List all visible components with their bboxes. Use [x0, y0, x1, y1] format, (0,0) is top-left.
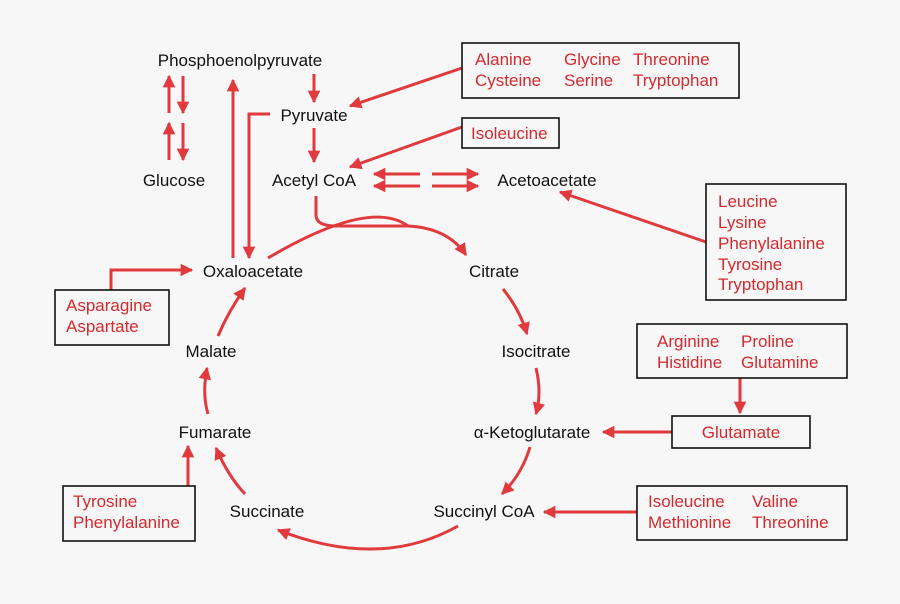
arrow-box-to-acetoacetate: [558, 189, 707, 244]
succinate-label: Succinate: [230, 502, 305, 521]
alpha-ketoglutarate-label: α-Ketoglutarate: [474, 423, 591, 442]
arrow-succinate-to-fumarate: [214, 446, 247, 496]
amino-acid-label: Valine: [752, 492, 798, 511]
arrow-citrate-to-isocitrate: [501, 288, 530, 336]
phosphoenolpyruvate-label: Phosphoenolpyruvate: [158, 51, 322, 70]
box-to-acetoacetate: Leucine Lysine Phenylalanine Tyrosine Tr…: [705, 183, 847, 301]
amino-acid-label: Phenylalanine: [73, 513, 180, 532]
fumarate-label: Fumarate: [179, 423, 252, 442]
arrow-pyruvate-to-oxaloacetate: [242, 112, 270, 260]
amino-acid-label: Aspartate: [66, 317, 139, 336]
arrow-malate-to-oxaloacetate: [216, 286, 247, 337]
isocitrate-label: Isocitrate: [502, 342, 571, 361]
amino-acid-label: Glutamate: [702, 423, 780, 442]
box-to-glutamate: Arginine Proline Histidine Glutamine: [636, 323, 848, 379]
amino-acid-label: Isoleucine: [648, 492, 725, 511]
arrow-box-to-oxaloacetate: [109, 263, 194, 290]
acetoacetate-label: Acetoacetate: [497, 171, 596, 190]
oxaloacetate-label: Oxaloacetate: [203, 262, 303, 281]
amino-acid-label: Tyrosine: [73, 492, 137, 511]
acetyl-coa-label: Acetyl CoA: [272, 171, 357, 190]
metabolites: Phosphoenolpyruvate Pyruvate Glucose Ace…: [143, 51, 597, 521]
amino-acid-label: Threonine: [633, 50, 710, 69]
succinyl-coa-label: Succinyl CoA: [433, 502, 535, 521]
citrate-label: Citrate: [469, 262, 519, 281]
box-to-pyruvate: Alanine Glycine Threonine Cysteine Serin…: [461, 42, 740, 99]
box-to-oxaloacetate: Asparagine Aspartate: [54, 289, 170, 346]
amino-acid-label: Serine: [564, 71, 613, 90]
amino-acid-label: Leucine: [718, 192, 778, 211]
arrow-isoleucine-to-acetyl-coa: [348, 125, 463, 170]
amino-acid-label: Asparagine: [66, 296, 152, 315]
arrow-alpha-ketoglutarate-to-succinyl-coa: [500, 446, 532, 496]
amino-acid-label: Tyrosine: [718, 255, 782, 274]
amino-acid-label: Glutamine: [741, 353, 818, 372]
amino-acid-label: Glycine: [564, 50, 621, 69]
box-to-acetyl-coa: Isoleucine: [461, 117, 560, 149]
box-to-fumarate: Tyrosine Phenylalanine: [62, 485, 196, 542]
arrow-succinyl-coa-to-succinate: [276, 524, 459, 551]
pyruvate-label: Pyruvate: [280, 106, 347, 125]
arrow-box-to-pyruvate: [348, 66, 463, 109]
amino-acid-label: Phenylalanine: [718, 234, 825, 253]
amino-acid-label: Alanine: [475, 50, 532, 69]
amino-acid-label: Methionine: [648, 513, 731, 532]
arrow-acetyl-coa-to-citrate: [314, 196, 468, 257]
malate-label: Malate: [185, 342, 236, 361]
amino-acid-label: Arginine: [657, 332, 719, 351]
glucose-label: Glucose: [143, 171, 205, 190]
amino-acid-label: Cysteine: [475, 71, 541, 90]
amino-acid-label: Histidine: [657, 353, 722, 372]
amino-acid-label: Lysine: [718, 213, 767, 232]
arrow-isocitrate-to-alpha-ketoglutarate: [532, 367, 546, 416]
box-to-succinyl-coa: Isoleucine Valine Methionine Threonine: [636, 485, 848, 541]
arrow-fumarate-to-malate: [198, 366, 212, 415]
amino-acid-label: Proline: [741, 332, 794, 351]
amino-acid-label: Tryptophan: [633, 71, 718, 90]
amino-acid-label: Tryptophan: [718, 275, 803, 294]
box-to-alpha-ketoglutarate: Glutamate: [671, 415, 811, 449]
amino-acid-label: Isoleucine: [471, 124, 548, 143]
arrow-oxaloacetate-to-citrate: [267, 215, 409, 260]
amino-acid-label: Threonine: [752, 513, 829, 532]
arrows: [109, 66, 747, 551]
